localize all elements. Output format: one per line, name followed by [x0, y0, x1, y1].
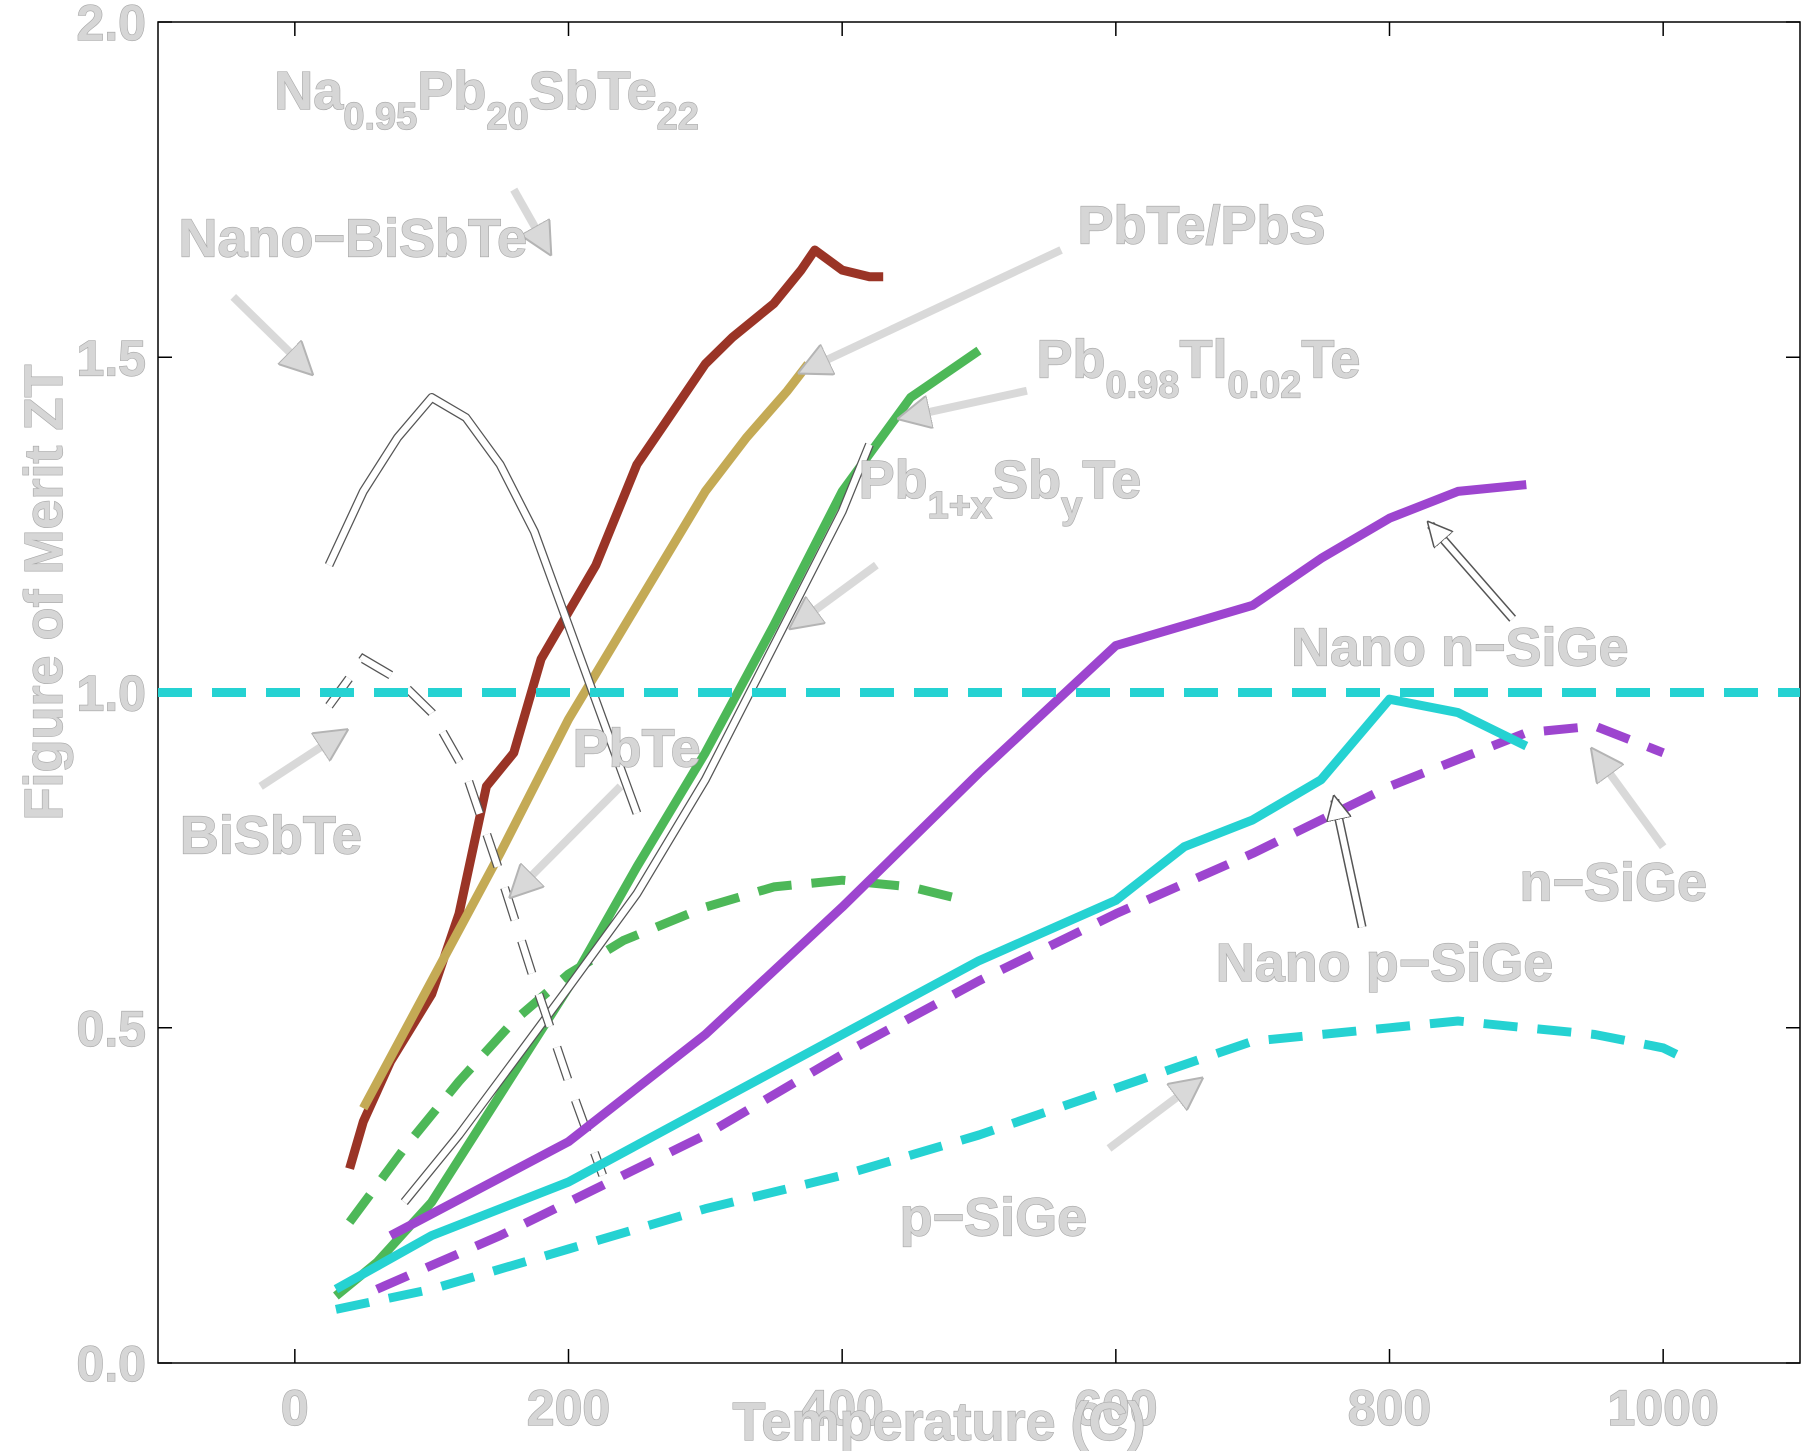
annotation-nano-n-sige: Nano n−SiGe [1290, 525, 1629, 678]
arrow [1106, 1081, 1198, 1152]
y-tick-label: 2.0 [76, 0, 146, 51]
annotation-p-sige: p−SiGe [899, 1081, 1198, 1248]
arrow [510, 187, 548, 250]
annotation-label: Pb0.98Tl0.02Te [1036, 329, 1360, 406]
annotation-pbsbte: Pb1+xSbyTe [794, 449, 1142, 625]
annotation-part: SbTe [529, 61, 657, 121]
series-p-sige [334, 1016, 1693, 1314]
x-tick-label: 800 [1348, 1380, 1431, 1436]
arrow [804, 246, 1063, 371]
series-line [388, 480, 1527, 1240]
annotation-label: Nano p−SiGe [1216, 933, 1554, 993]
annotation-part: Te [1301, 329, 1360, 389]
y-tick-label: 0.0 [76, 1336, 146, 1392]
annotation-part: Tl [1179, 329, 1227, 389]
x-tick-label: 1000 [1608, 1380, 1719, 1436]
series-line [401, 443, 873, 1205]
annotation-pbte: PbTe [514, 718, 701, 893]
arrow [904, 386, 1028, 418]
annotation-part: 1+x [928, 485, 992, 527]
annotation-label: BiSbTe [180, 805, 362, 865]
x-tick-label: 200 [527, 1380, 610, 1436]
annotation-bisbte: BiSbTe [179, 733, 363, 866]
annotation-pbte-pbs: PbTe/PbS [804, 195, 1326, 370]
series-bisbte [325, 653, 607, 1177]
series-nano-bisbte [324, 393, 642, 815]
series-nano-p-sige [333, 694, 1529, 1294]
x-tick-label: 600 [1074, 1380, 1157, 1436]
series-line [375, 721, 1665, 1294]
x-tick-label: 400 [800, 1380, 883, 1436]
annotation-part: Pb [1036, 329, 1105, 389]
arrow [258, 733, 343, 790]
annotation-part: 20 [486, 96, 528, 138]
x-tick-label: 0 [281, 1380, 309, 1436]
arrow [1431, 525, 1515, 621]
series-pbte [345, 875, 967, 1225]
annotation-part: Pb [859, 450, 928, 510]
series-line [334, 1016, 1693, 1314]
annotation-label: Pb1+xSbyTe [859, 450, 1142, 527]
arrow [1335, 800, 1366, 928]
series-line [326, 394, 640, 815]
annotation-part: Na [274, 61, 344, 121]
series-line [333, 694, 1529, 1294]
annotation-pbtlte: Pb0.98Tl0.02Te [904, 329, 1361, 417]
arrow [514, 783, 624, 893]
series-n-sige [375, 721, 1665, 1294]
series-layer [158, 245, 1800, 1314]
annotation-part: Te [1082, 450, 1141, 510]
series-pb1-xsbyte [400, 442, 874, 1205]
annotation-label: Nano−BiSbTe [179, 209, 528, 269]
annotation-part: Sb [992, 450, 1061, 510]
annotation-part: y [1061, 485, 1082, 527]
series-line [345, 875, 967, 1225]
annotation-part: 0.02 [1227, 364, 1301, 406]
x-axis-title: Temperature (C) [732, 1392, 1145, 1451]
y-tick-label: 1.5 [76, 330, 146, 386]
y-tick-label: 0.5 [76, 1001, 146, 1057]
y-axis-title: Figure of Merit ZT [14, 365, 74, 821]
annotation-nano-p-sige: Nano p−SiGe [1215, 800, 1554, 993]
annotation-nano-bisbte: Nano−BiSbTe [178, 208, 528, 371]
annotation-label: Nano n−SiGe [1291, 618, 1629, 678]
y-tick-label: 1.0 [76, 666, 146, 722]
annotation-label: Na0.95Pb20SbTe22 [274, 61, 699, 138]
annotation-label: PbTe [573, 718, 701, 778]
annotation-n-sige: n−SiGe [1519, 753, 1708, 913]
series-line [326, 654, 606, 1177]
series-nano-n-sige [388, 480, 1527, 1240]
series-pbte-pbs [359, 361, 812, 1111]
annotation-part: 0.98 [1105, 364, 1179, 406]
annotation-layer: Na0.95Pb20SbTe22PbTe/PbSNano−BiSbTePb0.9… [178, 61, 1708, 1249]
series-line [359, 361, 812, 1111]
annotation-label: n−SiGe [1519, 852, 1707, 912]
annotation-part: 22 [657, 96, 699, 138]
annotation-label: PbTe/PbS [1078, 195, 1326, 255]
annotation-part: Pb [417, 61, 486, 121]
axis-labels: 0 200 400 600 800 1000 0.0 0.5 1.0 1.5 2.0Temperat… [13, 0, 1719, 1451]
annotation-part: 0.95 [343, 96, 417, 138]
arrow [1595, 753, 1667, 850]
annotation-label: p−SiGe [900, 1188, 1088, 1248]
arrow [794, 561, 879, 625]
annotation-na-pbsbte: Na0.95Pb20SbTe22 [274, 61, 700, 250]
arrow [230, 294, 308, 371]
